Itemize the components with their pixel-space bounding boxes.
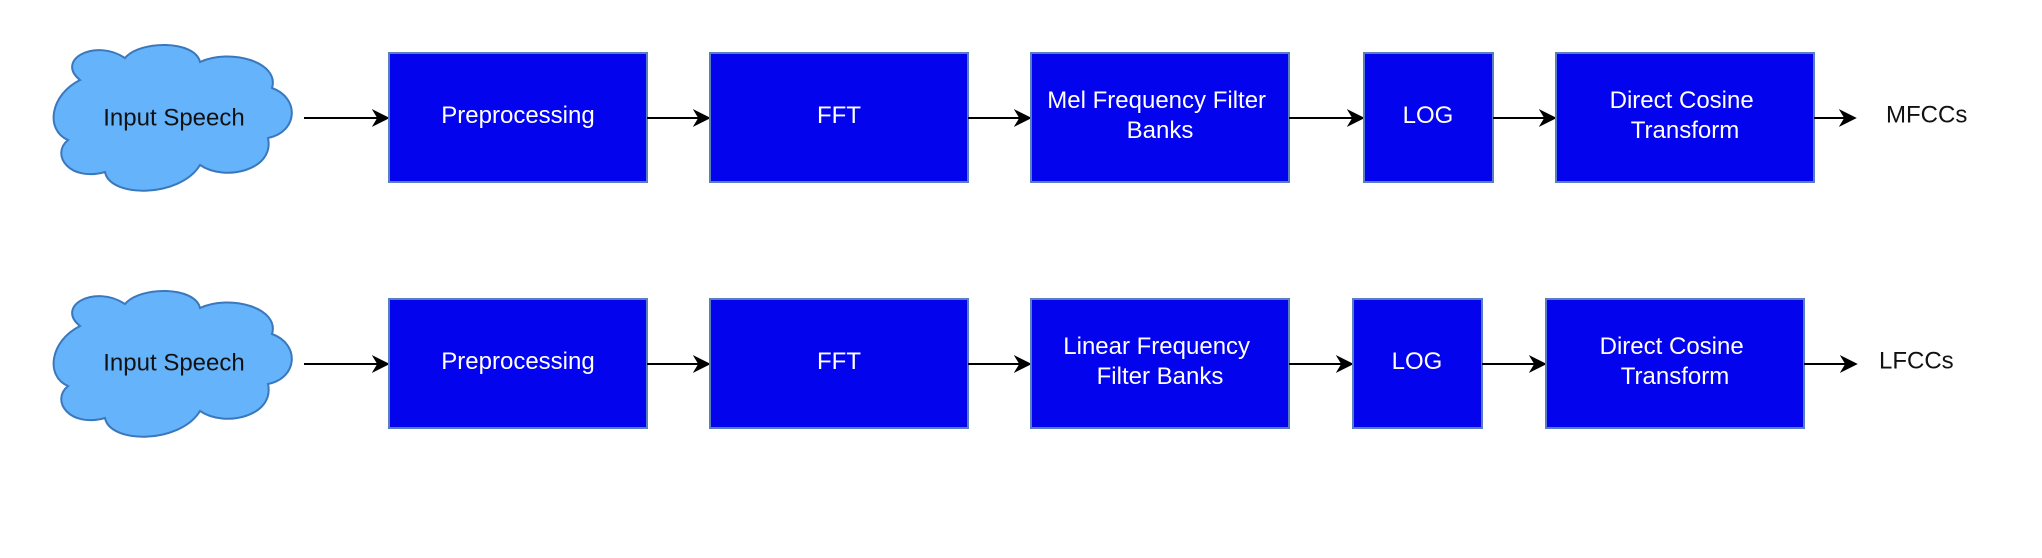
step-box xyxy=(1352,298,1483,429)
step-mel-filter-banks: Mel Frequency Filter Banks xyxy=(1030,52,1290,183)
step-dct: Direct Cosine Transform xyxy=(1545,298,1805,429)
step-label: Direct Cosine Transform xyxy=(1600,333,1751,390)
step-box xyxy=(1030,52,1290,183)
step-fft: FFT xyxy=(709,298,969,429)
step-label: LOG xyxy=(1392,348,1443,375)
step-box xyxy=(1363,52,1494,183)
step-label: Mel Frequency Filter Banks xyxy=(1047,87,1272,144)
step-box xyxy=(1555,52,1815,183)
step-label: FFT xyxy=(817,348,861,375)
step-preprocessing: Preprocessing xyxy=(388,52,648,183)
step-box xyxy=(388,52,648,183)
output-label-mfccs: MFCCs xyxy=(1886,101,1967,128)
pipeline-mfcc: Input Speech Preprocessing FFT Mel Frequ… xyxy=(52,43,1967,192)
step-linear-filter-banks: Linear Frequency Filter Banks xyxy=(1030,298,1290,429)
step-preprocessing: Preprocessing xyxy=(388,298,648,429)
step-log: LOG xyxy=(1352,298,1483,429)
step-log: LOG xyxy=(1363,52,1494,183)
step-box xyxy=(709,298,969,429)
input-speech-cloud: Input Speech xyxy=(52,289,293,438)
step-label: LOG xyxy=(1403,102,1454,129)
step-label: FFT xyxy=(817,102,861,129)
step-label: Direct Cosine Transform xyxy=(1610,87,1761,144)
step-label: Preprocessing xyxy=(441,102,594,129)
output-label-lfccs: LFCCs xyxy=(1879,347,1954,374)
cloud-shape xyxy=(52,289,293,438)
input-speech-label: Input Speech xyxy=(103,104,244,131)
step-label: Linear Frequency Filter Banks xyxy=(1063,333,1256,390)
step-label: Preprocessing xyxy=(441,348,594,375)
pipeline-lfcc: Input Speech Preprocessing FFT Linear Fr… xyxy=(52,289,1954,438)
cloud-shape xyxy=(52,43,293,192)
input-speech-cloud: Input Speech xyxy=(52,43,293,192)
step-dct: Direct Cosine Transform xyxy=(1555,52,1815,183)
input-speech-label: Input Speech xyxy=(103,349,244,376)
step-fft: FFT xyxy=(709,52,969,183)
